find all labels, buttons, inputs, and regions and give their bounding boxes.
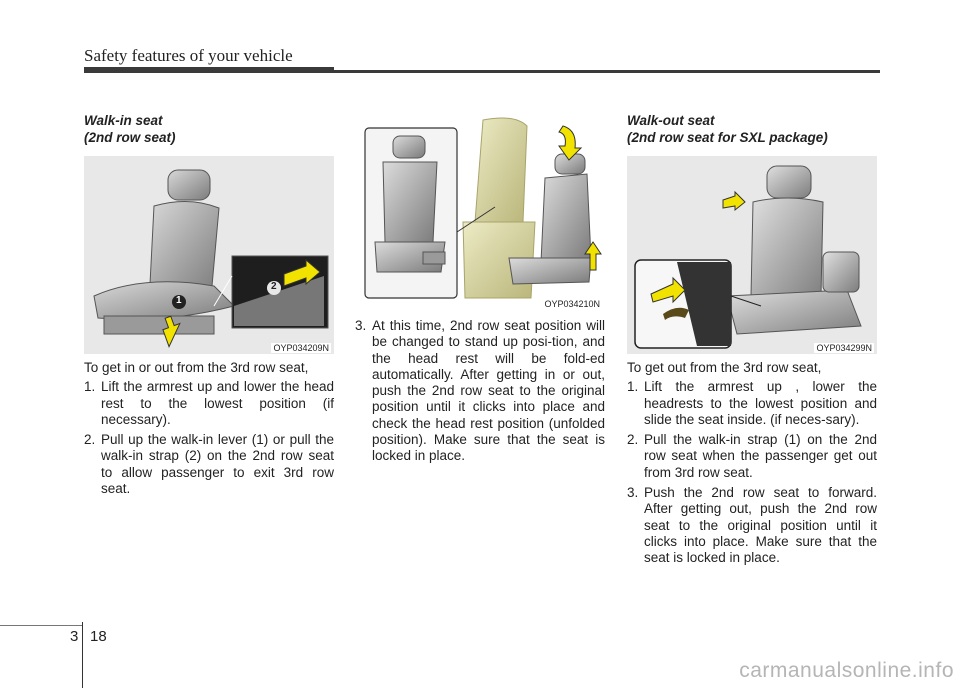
list-number: 1.: [84, 379, 96, 395]
section-heading: Walk-in seat (2nd row seat): [84, 112, 334, 146]
intro-text: To get out from the 3rd row seat,: [627, 360, 822, 375]
header-title: Safety features of your vehicle: [84, 46, 293, 65]
column-walk-out-seat: Walk-out seat (2nd row seat for SXL pack…: [627, 112, 877, 571]
callout-1: 1: [176, 295, 182, 306]
intro-text: To get in or out from the 3rd row seat,: [84, 360, 309, 375]
seat-illustration: [84, 156, 334, 354]
section-heading: Walk-out seat (2nd row seat for SXL pack…: [627, 112, 877, 146]
list-text: Pull up the walk-in lever (1) or pull th…: [101, 432, 334, 497]
list-item: 3. At this time, 2nd row seat position w…: [355, 318, 605, 465]
list-text: Push the 2nd row seat to forward. After …: [644, 485, 877, 566]
figure-code: OYP034209N: [271, 343, 331, 353]
figure-walk-out-seat: OYP034299N: [627, 156, 877, 354]
column-walk-in-seat: Walk-in seat (2nd row seat): [84, 112, 334, 501]
list-item: 2. Pull the walk-in strap (1) on the 2nd…: [627, 432, 877, 481]
callout-2: 2: [271, 281, 277, 292]
column-walk-in-continued: OYP034210N 3. At this time, 2nd row seat…: [355, 112, 605, 469]
chapter-number: 3: [70, 628, 79, 645]
heading-line-2: (2nd row seat): [84, 130, 176, 145]
section-body: To get out from the 3rd row seat, 1. Lif…: [627, 360, 877, 567]
heading-line-1: Walk-in seat: [84, 113, 163, 128]
figure-code: OYP034210N: [542, 299, 602, 309]
page-number: 18: [90, 628, 107, 645]
header-rule: [84, 70, 880, 73]
list-item: 3. Push the 2nd row seat to forward. Aft…: [627, 485, 877, 566]
walk-out-seat-illustration: [627, 156, 877, 354]
list-item: 1. Lift the armrest up and lower the hea…: [84, 379, 334, 428]
list-text: Lift the armrest up and lower the head r…: [101, 379, 334, 427]
list-number: 1.: [627, 379, 639, 395]
list-text: Lift the armrest up , lower the headrest…: [644, 379, 877, 427]
list-number: 3.: [627, 485, 639, 501]
watermark: carmanualsonline.info: [739, 659, 954, 682]
list-item: 2. Pull up the walk-in lever (1) or pull…: [84, 432, 334, 497]
figure-code: OYP034299N: [814, 343, 874, 353]
section-body: To get in or out from the 3rd row seat, …: [84, 360, 334, 497]
list-number: 2.: [627, 432, 639, 448]
list-number: 3.: [355, 318, 367, 333]
heading-line-2: (2nd row seat for SXL package): [627, 130, 828, 145]
footer-rule: [0, 625, 82, 626]
heading-line-1: Walk-out seat: [627, 113, 715, 128]
list-number: 2.: [84, 432, 96, 448]
figure-walk-in-seat: 1 2 OYP034209N: [84, 156, 334, 354]
seat-standup-illustration: [355, 112, 605, 310]
list-text: At this time, 2nd row seat position will…: [372, 318, 605, 464]
list-text: Pull the walk-in strap (1) on the 2nd ro…: [644, 432, 877, 480]
figure-seat-standup: OYP034210N: [355, 112, 605, 310]
list-item: 1. Lift the armrest up , lower the headr…: [627, 379, 877, 428]
section-body: 3. At this time, 2nd row seat position w…: [355, 318, 605, 465]
page-number-divider: [82, 622, 83, 688]
header-rule-accent: [84, 67, 334, 73]
